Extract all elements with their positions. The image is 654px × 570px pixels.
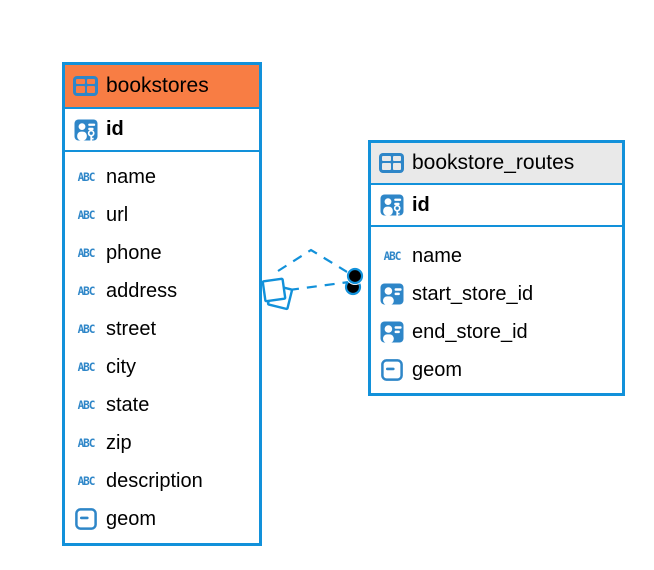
bookstores-fields: ABC name ABC url ABC phone ABC address A… [65,152,259,543]
bookstore-routes-header[interactable]: bookstore_routes [371,143,622,185]
text-type-icon: ABC [77,474,96,488]
column-row[interactable]: ABC name [371,237,622,275]
column-name: description [106,469,203,492]
column-row[interactable]: ABC state [65,386,259,424]
column-row[interactable]: ABC url [65,196,259,234]
geometry-type-icon [73,508,99,530]
bookstores-pk-section: id [65,109,259,152]
column-name: name [412,244,463,267]
column-name: zip [106,431,132,454]
column-row[interactable]: geom [65,500,259,538]
column-name: address [106,279,178,302]
text-type-icon: ABC [383,249,402,263]
column-row[interactable]: ABC street [65,310,259,348]
column-name: state [106,393,150,416]
relation-dot-marker[interactable] [344,267,364,296]
column-name: name [106,165,157,188]
primary-key-icon [379,194,405,216]
relation-line-upper[interactable] [277,248,353,276]
column-row[interactable]: start_store_id [371,275,622,313]
column-row[interactable]: ABC zip [65,424,259,462]
column-row[interactable]: end_store_id [371,313,622,351]
column-name: city [106,355,136,378]
text-type-icon: ABC [77,170,96,184]
column-row[interactable]: geom [371,351,622,389]
column-row[interactable]: ABC city [65,348,259,386]
column-name: street [106,317,157,340]
column-name: geom [412,358,463,381]
text-type-icon: ABC [77,208,96,222]
column-row-id[interactable]: id [371,185,622,225]
geometry-type-icon [379,359,405,381]
relation-diamond-marker[interactable] [261,277,294,311]
bookstores-header[interactable]: bookstores [65,65,259,109]
column-name: geom [106,507,157,530]
primary-key-icon [73,119,99,141]
text-type-icon: ABC [77,322,96,336]
column-name: url [106,203,129,226]
reference-icon [379,321,405,343]
table-icon [73,76,98,96]
column-name: id [412,193,430,216]
column-name: phone [106,241,162,264]
text-type-icon: ABC [77,398,96,412]
column-row[interactable]: ABC description [65,462,259,500]
column-row[interactable]: ABC address [65,272,259,310]
column-name: end_store_id [412,320,528,343]
column-name: start_store_id [412,282,534,305]
column-row[interactable]: ABC name [65,158,259,196]
column-row-id[interactable]: id [65,109,259,150]
table-title: bookstores [106,74,209,97]
text-type-icon: ABC [77,246,96,260]
table-title: bookstore_routes [412,151,575,174]
routes-fields: ABC name start_store_id end_store_id geo… [371,227,622,393]
text-type-icon: ABC [77,436,96,450]
text-type-icon: ABC [77,360,96,374]
reference-icon [379,283,405,305]
relation-line-lower[interactable] [288,280,350,292]
column-row[interactable]: ABC phone [65,234,259,272]
entity-bookstores[interactable]: bookstores id ABC name ABC url ABC phone… [62,62,262,546]
table-icon [379,153,404,173]
text-type-icon: ABC [77,284,96,298]
entity-bookstore-routes[interactable]: bookstore_routes id ABC name start_store… [368,140,625,396]
routes-pk-section: id [371,185,622,227]
column-name: id [106,118,124,140]
